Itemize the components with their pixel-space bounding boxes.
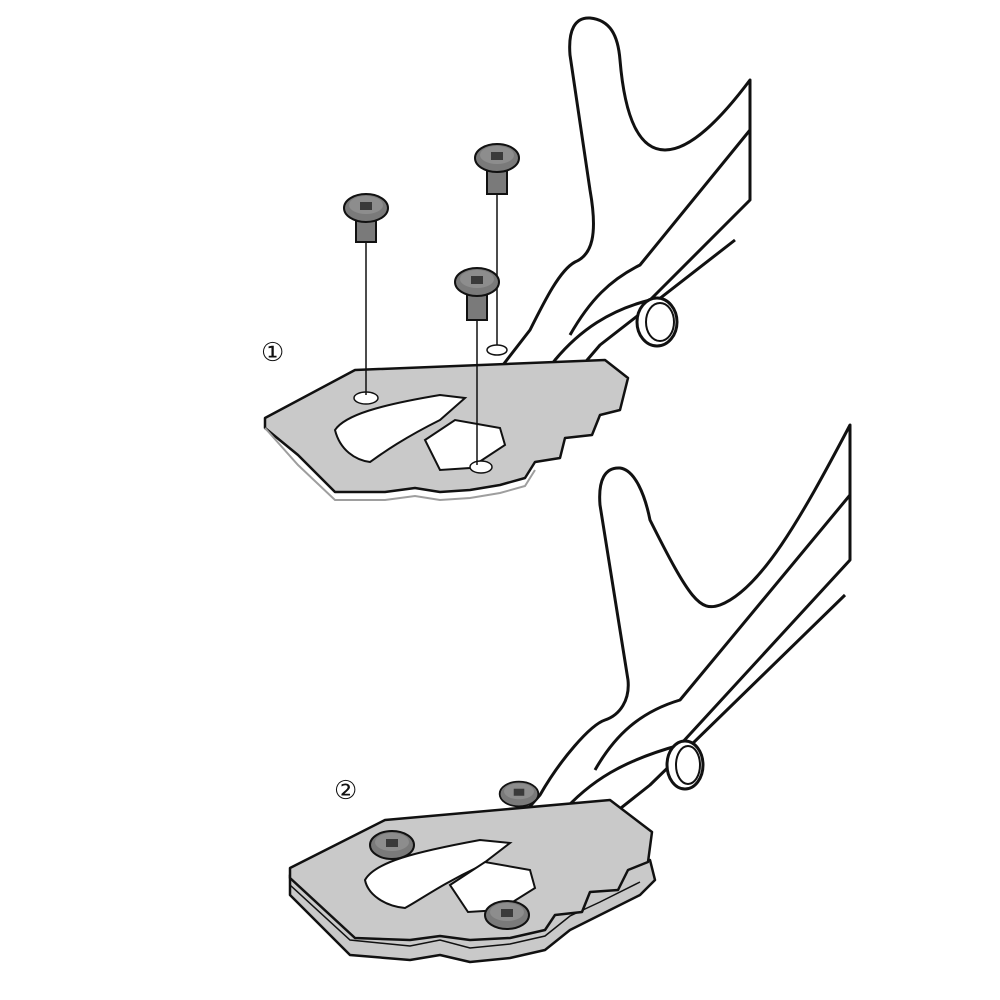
step-2-illustration — [288, 423, 852, 964]
extension-plate-2 — [288, 798, 657, 964]
step-1-illustration — [263, 16, 752, 502]
screw-2b — [498, 780, 540, 808]
step-2-label: ② — [334, 776, 358, 806]
screw-1c — [454, 267, 500, 321]
pivot-knob-2 — [665, 739, 705, 791]
screw-2c — [484, 900, 530, 930]
screw-guide-lines-1 — [365, 195, 498, 465]
screw-2a — [369, 830, 415, 860]
extension-plate-1 — [263, 344, 630, 502]
step-1-label: ① — [261, 338, 285, 368]
pivot-knob-1 — [635, 296, 679, 348]
screw-1a — [343, 193, 389, 243]
screw-1b — [474, 143, 520, 195]
